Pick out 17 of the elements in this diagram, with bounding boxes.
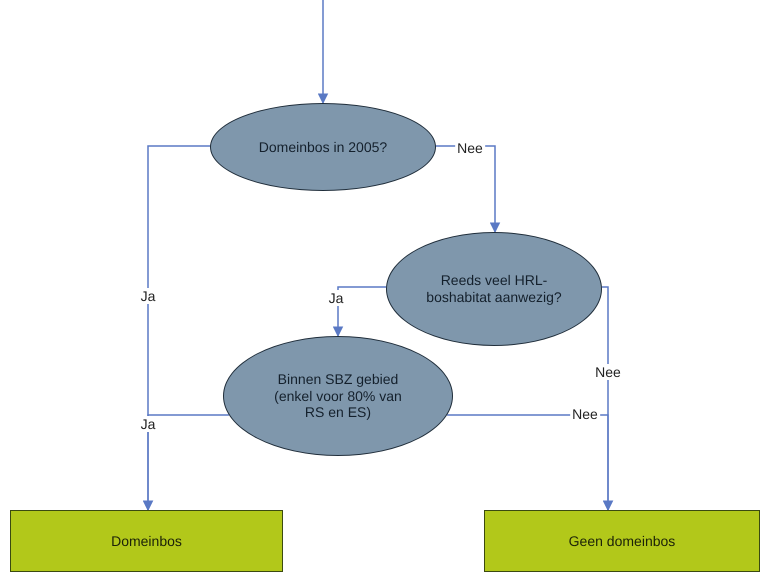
edge-label: Ja (138, 416, 158, 432)
edge-label: Nee (455, 140, 485, 156)
connector-arrow (332, 286, 386, 338)
node-text: Geen domeinbos (568, 533, 676, 549)
edge-label: Ja (138, 288, 158, 304)
outcome-box (10, 510, 283, 572)
edge-label: Nee (593, 364, 623, 380)
node-text: Domeinbos (111, 533, 182, 549)
edge-label: Nee (570, 406, 600, 422)
connector-arrow (142, 414, 229, 512)
outcome-box (484, 510, 760, 572)
edge-label: Ja (326, 290, 346, 306)
connector-arrow (447, 414, 614, 512)
connector-arrow (318, 0, 328, 104)
node-text: Domeinbos in 2005? (258, 138, 388, 156)
node-text: Reeds veel HRL-boshabitat aanwezig? (425, 272, 563, 306)
node-text: Binnen SBZ gebied (enkel voor 80% van RS en ES) (273, 370, 403, 422)
